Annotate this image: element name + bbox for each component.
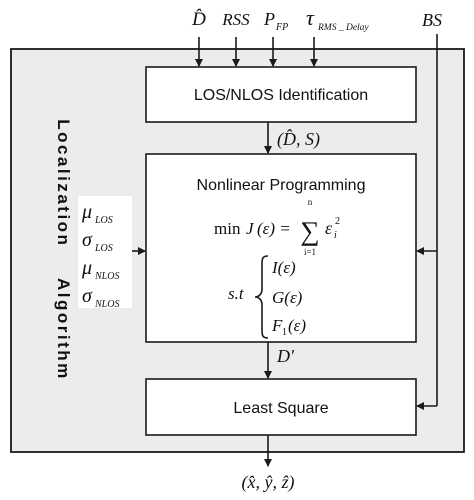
objective-sum-top: n — [308, 197, 313, 207]
objective-eps-sup: 2 — [335, 216, 340, 227]
constraint-brace — [254, 255, 269, 339]
parameters-block: μ LOS σ LOS μ NLOS σ NLOS — [78, 196, 132, 310]
param-sigma-los: σ — [82, 229, 93, 251]
input-p-fp: P FP — [263, 9, 288, 33]
constraints: s.t I(ε) G(ε) F 1 (ε) — [228, 255, 306, 339]
param-sigma-nlos-sub: NLOS — [94, 299, 119, 310]
objective-sum-symbol: ∑ — [300, 216, 319, 246]
input-p-symbol: P — [263, 9, 275, 29]
objective-J: J — [246, 219, 255, 238]
constraint-st: s.t — [228, 284, 245, 303]
input-tau-rms-delay: τ RMS _ Delay — [306, 5, 369, 33]
side-label-word1: Localization — [54, 119, 73, 247]
constraint-f: F — [271, 316, 283, 335]
input-bs: BS — [422, 10, 442, 30]
constraint-g: G(ε) — [272, 288, 303, 307]
constraint-f-sub: 1 — [282, 327, 287, 338]
input-tau-symbol: τ — [306, 5, 315, 30]
constraint-f-arg: (ε) — [288, 316, 306, 335]
param-sigma-los-sub: LOS — [94, 243, 113, 254]
side-label-word2: Algorithm — [54, 278, 73, 381]
edge-label-d-s: (D̂, S) — [277, 129, 320, 150]
least-square-label: Least Square — [233, 400, 328, 417]
input-d-hat: D̂ — [191, 9, 206, 30]
param-mu-nlos: μ — [81, 257, 92, 279]
input-p-subscript: FP — [275, 22, 288, 33]
param-mu-los: μ — [81, 201, 92, 223]
nonlinear-programming-label: Nonlinear Programming — [197, 177, 366, 194]
edge-label-d-prime: D' — [276, 346, 295, 366]
svg-text:Localization Algorithm: Localization Algorithm — [54, 119, 73, 381]
objective-arg: (ε) = — [257, 219, 291, 238]
objective-min: min — [214, 219, 241, 238]
los-nlos-identification-box — [145, 66, 417, 123]
objective-sum-bottom: i=1 — [304, 247, 316, 257]
input-rss: RSS — [221, 10, 250, 29]
param-sigma-nlos: σ — [82, 285, 93, 307]
objective-eps-sub: i — [334, 230, 337, 241]
objective-function: min J (ε) = n ∑ i=1 ε i 2 — [214, 197, 340, 257]
los-nlos-label: LOS/NLOS Identification — [194, 87, 368, 104]
output-label: (x̂, ŷ, ẑ) — [242, 472, 295, 493]
objective-eps: ε — [325, 218, 333, 238]
input-tau-subscript: RMS _ Delay — [317, 23, 369, 33]
nonlinear-programming-box — [145, 153, 417, 343]
parameters-backdrop — [78, 196, 132, 308]
param-mu-los-sub: LOS — [94, 215, 113, 226]
param-mu-nlos-sub: NLOS — [94, 271, 119, 282]
side-label: Localization Algorithm — [54, 119, 73, 381]
constraint-i: I(ε) — [271, 258, 296, 277]
